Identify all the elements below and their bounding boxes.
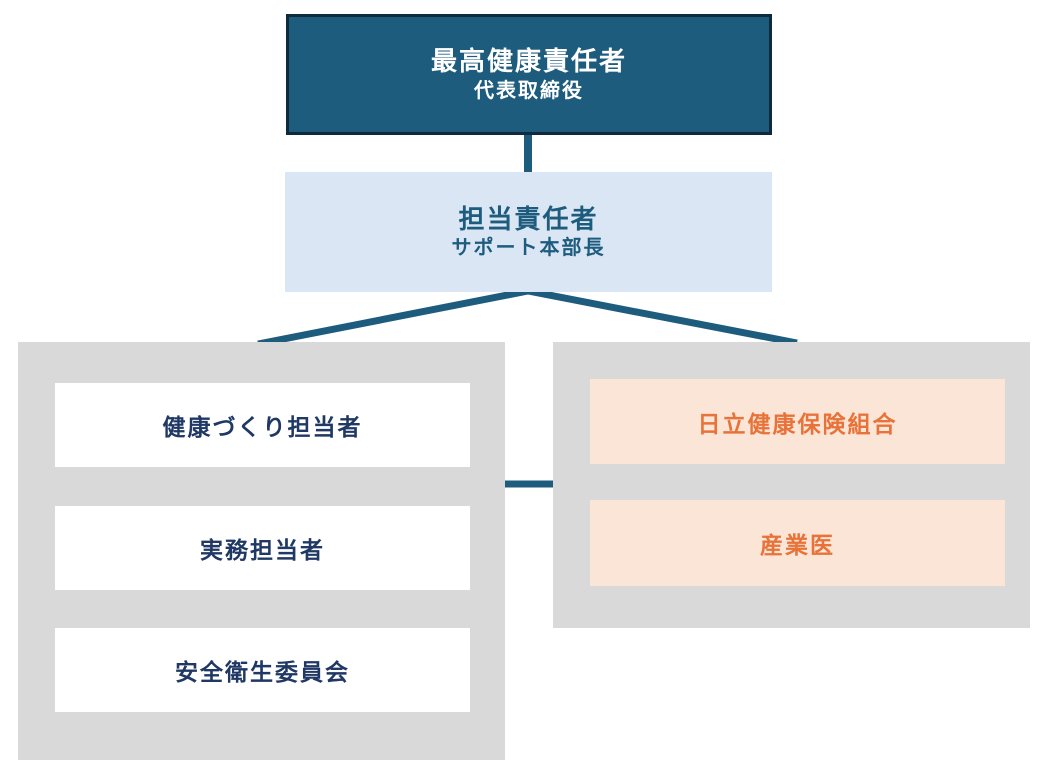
branch-connector-line xyxy=(257,287,798,348)
responsible-manager-subtitle: サポート本部長 xyxy=(451,237,606,260)
chief-health-officer-box: 最高健康責任者 代表取締役 xyxy=(286,14,772,135)
occupational-physician-box: 産業医 xyxy=(590,500,1005,586)
safety-health-committee-box: 安全衛生委員会 xyxy=(55,628,470,712)
chief-health-officer-title: 最高健康責任者 xyxy=(430,46,627,77)
responsible-manager-title: 担当責任者 xyxy=(458,203,599,234)
hitachi-health-insurance-box: 日立健康保険組合 xyxy=(590,379,1005,464)
external-partners-panel: 日立健康保険組合 産業医 xyxy=(553,342,1030,628)
chief-health-officer-subtitle: 代表取締役 xyxy=(474,79,584,102)
health-promotion-staff-box: 健康づくり担当者 xyxy=(55,383,470,467)
internal-staff-panel: 健康づくり担当者 実務担当者 安全衛生委員会 xyxy=(18,342,505,760)
operations-staff-box: 実務担当者 xyxy=(55,506,470,590)
responsible-manager-box: 担当責任者 サポート本部長 xyxy=(285,172,772,292)
